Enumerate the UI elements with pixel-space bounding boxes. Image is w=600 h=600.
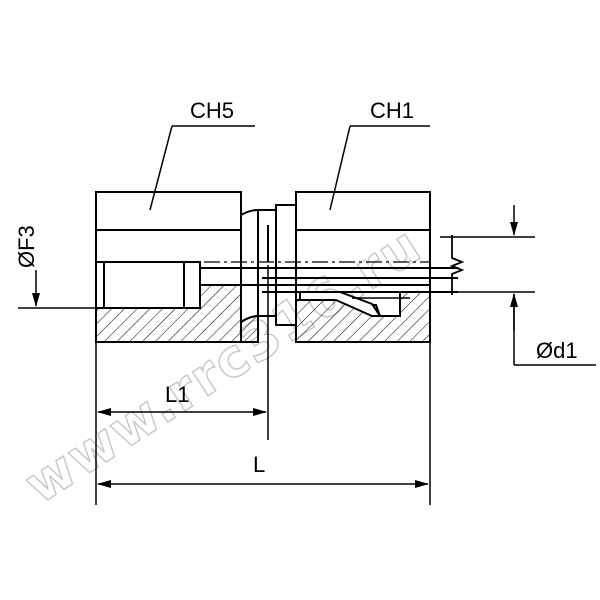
section-hatch	[95, 284, 431, 343]
neck-top	[240, 204, 296, 216]
f3-label: ØF3	[14, 225, 39, 268]
l-label: L	[253, 452, 265, 477]
f3-dimension	[18, 270, 104, 309]
ch1-label: CH1	[370, 98, 414, 123]
ch5-label: CH5	[190, 98, 234, 123]
l1-dimension	[95, 265, 269, 505]
ferrule	[299, 291, 382, 317]
l-dimension	[97, 342, 431, 505]
watermark: www.rrc316.ru	[14, 215, 434, 517]
left-section-hatch	[95, 284, 259, 343]
d1-dimension	[440, 205, 596, 366]
ch5-callout	[149, 125, 255, 211]
svg-text:www.rrc316.ru: www.rrc316.ru	[14, 215, 432, 516]
ch1-callout	[329, 125, 430, 211]
tube-break-mark	[449, 235, 465, 295]
left-bore-profile	[103, 261, 201, 309]
d1-label: Ød1	[536, 338, 578, 363]
l1-label: L1	[165, 382, 189, 407]
